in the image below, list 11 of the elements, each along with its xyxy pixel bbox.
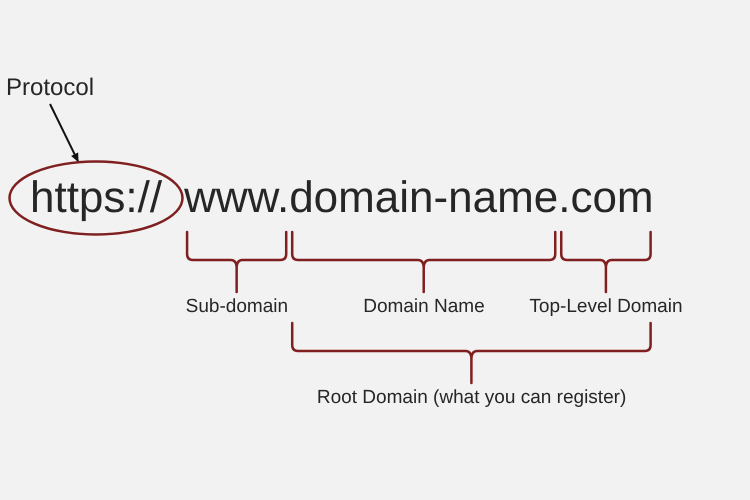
ellipse-outline	[8, 160, 184, 236]
bracket-label: Domain Name	[363, 296, 485, 318]
url-text: .com	[558, 172, 654, 224]
url-text: https://	[30, 172, 162, 224]
bracket-label: Sub-domain	[186, 296, 288, 318]
url-text: www.	[184, 172, 290, 224]
url-text: domain-name	[289, 172, 558, 224]
arrow	[49, 104, 80, 163]
bracket-label: Root Domain (what you can register)	[316, 387, 626, 409]
bracket-label: Top-Level Domain	[529, 296, 683, 318]
callout-label: Protocol	[6, 74, 94, 102]
